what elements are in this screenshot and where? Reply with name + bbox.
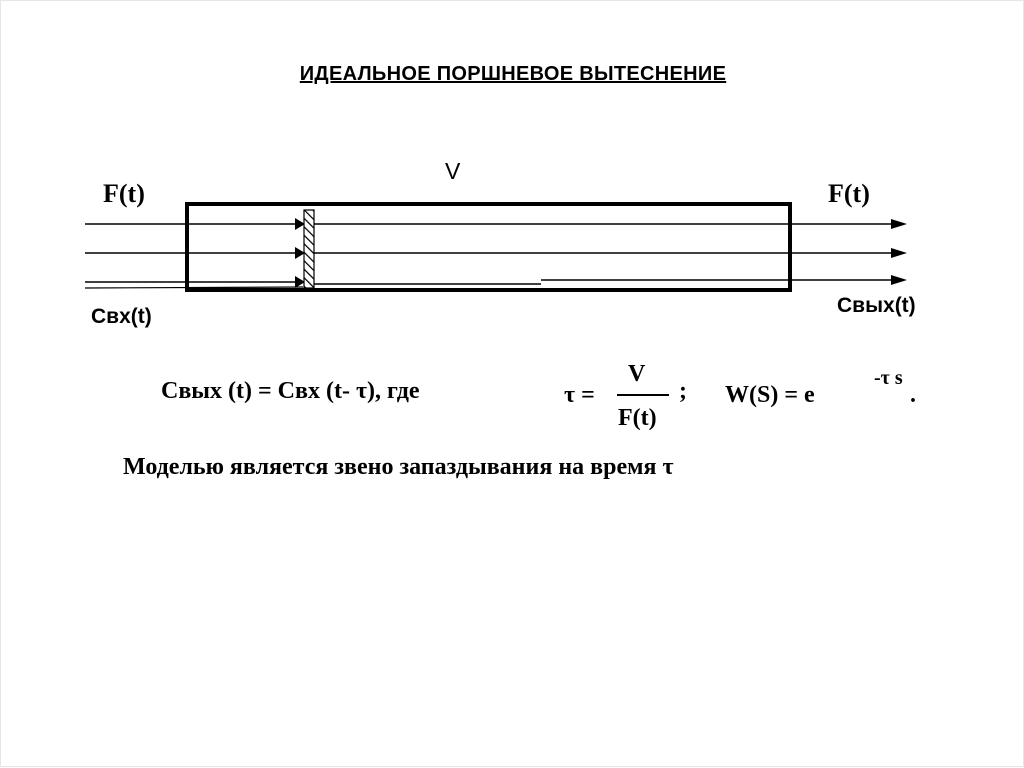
fraction-denominator: F(t) [618, 405, 657, 431]
outlet-flow-label: F(t) [828, 179, 870, 208]
fraction-numerator: V [628, 361, 646, 387]
tau-equals: τ = [564, 382, 595, 408]
conclusion-text: Моделью является звено запаздывания на в… [123, 454, 674, 480]
equation-separator: ; [679, 378, 687, 404]
outlet-arrowhead-1 [891, 219, 907, 229]
output-equation: Свых (t) = Свх (t- τ), где [161, 378, 420, 404]
transfer-function: W(S) = e [725, 382, 815, 408]
reactor-tube [185, 202, 792, 292]
inlet-wavy-line [84, 286, 304, 289]
outlet-arrowhead-3 [891, 275, 907, 285]
inlet-concentration-label: Свх(t) [91, 305, 152, 328]
piston-plug [303, 209, 315, 289]
outlet-arrowhead-2 [891, 248, 907, 258]
fraction-bar [617, 394, 669, 396]
inlet-flow-label: F(t) [103, 179, 145, 208]
piston-arrowhead-3 [295, 276, 305, 288]
volume-label: V [445, 158, 461, 184]
outlet-concentration-label: Свых(t) [837, 294, 916, 317]
equation-end-dot: . [910, 382, 916, 408]
piston-arrowhead-2 [295, 247, 305, 259]
transfer-exponent: -τ s [874, 367, 903, 389]
piston-arrowhead-1 [295, 218, 305, 230]
page-title: ИДЕАЛЬНОЕ ПОРШНЕВОЕ ВЫТЕСНЕНИЕ [299, 63, 727, 85]
